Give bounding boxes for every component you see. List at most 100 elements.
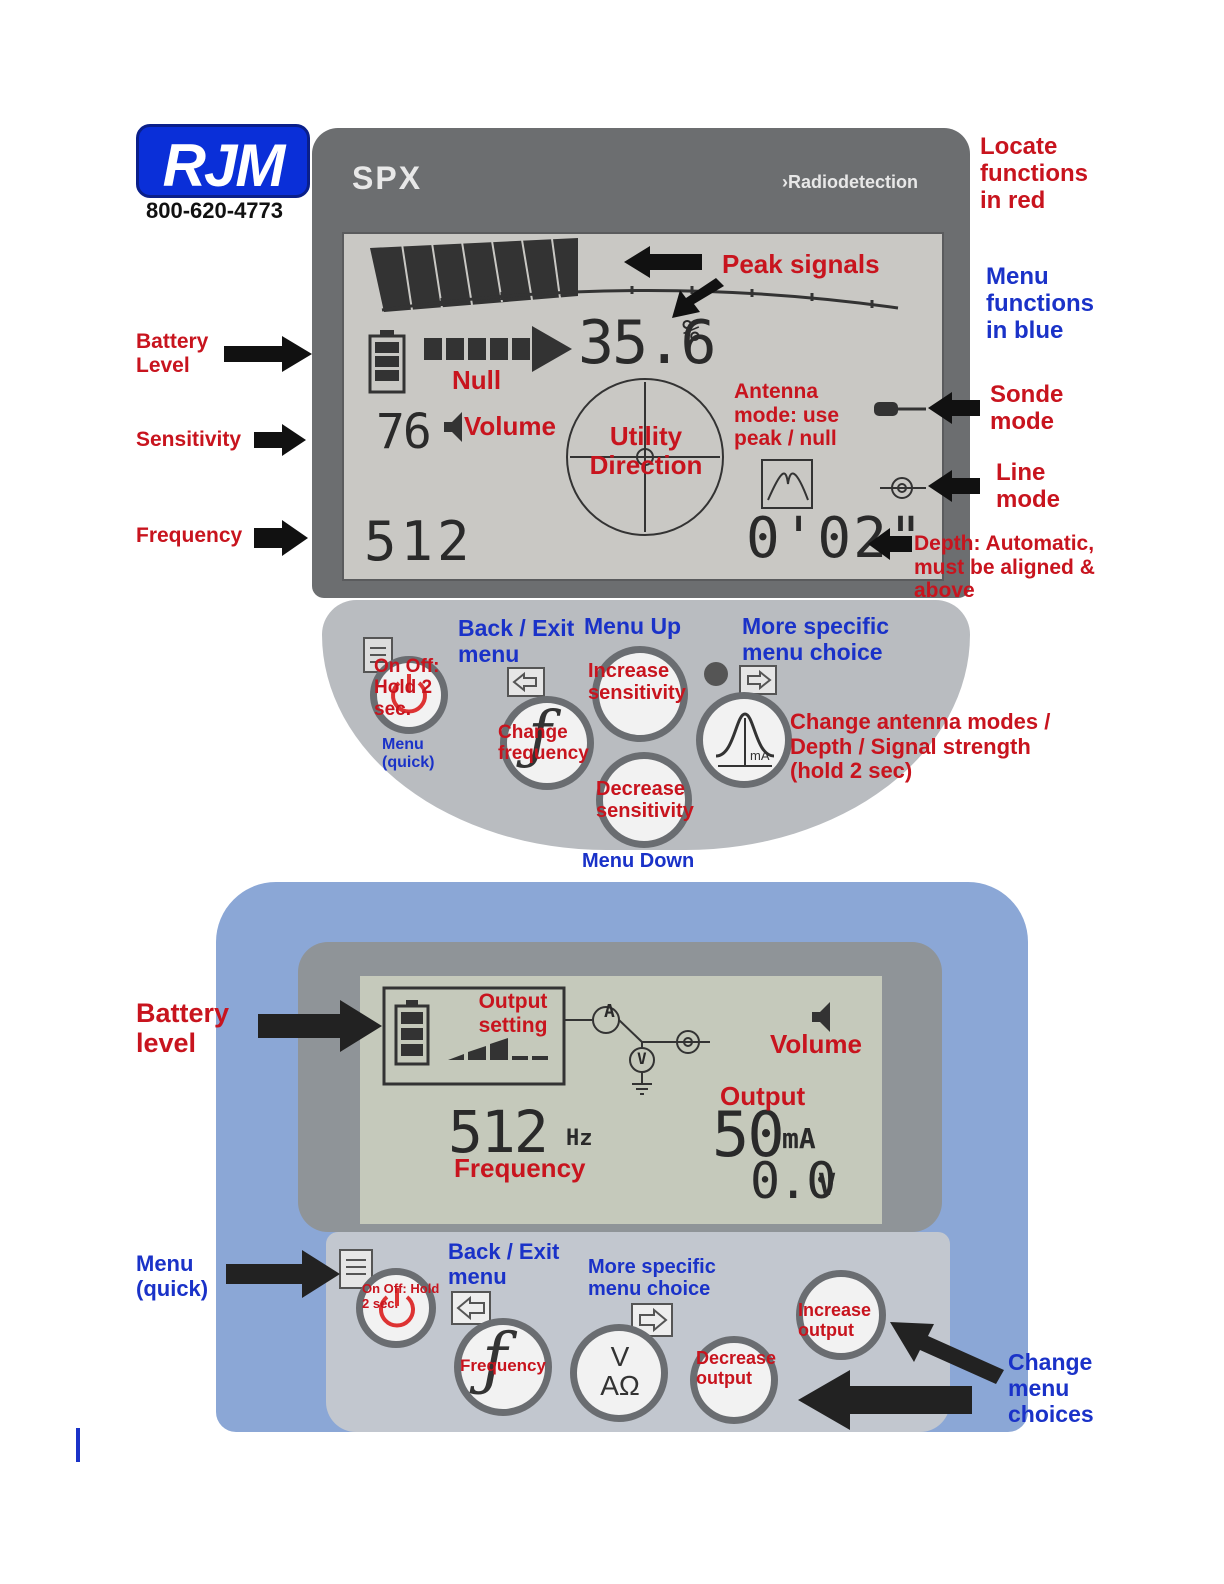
hz-unit: Hz (566, 1126, 593, 1151)
ma-button-label: mA (750, 748, 770, 763)
label-change-antenna: Change antenna modes / Depth / Signal st… (790, 709, 1051, 784)
label-volume: Volume (464, 411, 556, 441)
function-f-icon: ƒ (528, 698, 552, 772)
arrow-peak-diag (672, 278, 724, 318)
sensitivity-value: 76 (376, 404, 432, 460)
label-more-specific-2: More specific menu choice (588, 1256, 716, 1301)
label-menu-down: Menu Down (582, 850, 695, 872)
signal-arc (381, 288, 899, 312)
label-volume-2: Volume (770, 1029, 862, 1059)
label-increase-output: Increase output (798, 1300, 872, 1341)
power-button[interactable] (370, 656, 448, 734)
battery-icon (368, 330, 406, 394)
frequency-button[interactable] (500, 696, 594, 790)
transmitter-arrows (226, 1000, 1004, 1430)
locator-arrows (224, 246, 980, 560)
label-battery-level: Battery Level (136, 330, 209, 377)
arrow-battery (224, 336, 312, 372)
arrow-sonde (928, 392, 980, 424)
radiodetection-brand: ›Radiodetection (782, 172, 919, 192)
label-change-frequency: Change frequency (498, 722, 589, 765)
arrow-increase-output (890, 1322, 1004, 1384)
left-arrow-box-icon (507, 667, 545, 697)
transmitter-frequency-value: 512 (448, 1098, 549, 1166)
label-menu-quick: Menu (quick) (382, 736, 435, 771)
output-current-value: 50 (712, 1098, 785, 1171)
indicator-led (704, 662, 728, 686)
label-back-exit-menu: Back / Exit menu (458, 615, 575, 667)
phone-number: 800-620-4773 (146, 198, 284, 223)
logo-text: RJM (162, 132, 286, 199)
signal-strength-value: 35.6 (578, 308, 716, 378)
output-voltage-value: 0.0 (750, 1152, 836, 1210)
label-frequency-button: Frequency (460, 1356, 546, 1375)
label-more-specific: More specific menu choice (742, 613, 889, 665)
power-icon (379, 1288, 415, 1328)
legend-locate-red: Locate functions in red (980, 133, 1088, 214)
label-change-menu-choices: Change menu choices (1008, 1349, 1094, 1427)
direction-crosshair-icon (566, 378, 724, 536)
legend-menu-blue: Menu functions in blue (986, 263, 1094, 344)
arrow-line (928, 470, 980, 502)
decrease-output-button[interactable] (690, 1336, 778, 1424)
arrow-peak-left (624, 246, 702, 278)
output-frame (382, 986, 566, 1086)
label-depth: Depth: Automatic, must be aligned & abov… (914, 532, 1095, 603)
arrow-frequency (254, 520, 308, 556)
line-mode-icon (880, 477, 926, 499)
label-peak-signals: Peak signals (722, 249, 880, 279)
arrow-battery-2 (258, 1000, 382, 1052)
volt-ohm-button[interactable] (570, 1324, 668, 1422)
amp-icon-label: A (604, 1001, 615, 1022)
locator-keypad-graphics (363, 637, 777, 697)
arrow-depth (868, 528, 912, 560)
increase-sensitivity-button[interactable] (592, 646, 688, 742)
rjm-logo: RJM (136, 124, 310, 199)
transmitter-power-button[interactable] (356, 1268, 436, 1348)
page-margin-mark (76, 1428, 80, 1462)
output-level-bars (448, 1038, 548, 1060)
power-icon (391, 674, 427, 714)
transmitter-lcd (360, 976, 882, 1224)
spx-brand: SPX (352, 160, 423, 196)
battery-icon (394, 1000, 430, 1066)
label-menu-quick-2: Menu (quick) (136, 1251, 209, 1301)
label-null: Null (452, 365, 502, 395)
label-line-mode: Line mode (996, 459, 1061, 513)
peak-curve-icon (715, 712, 775, 767)
left-arrow-box-icon (451, 1291, 491, 1325)
function-f-icon: ƒ (482, 1320, 508, 1399)
label-battery-level-2: Battery level (136, 998, 230, 1059)
volt-icon-label: V (637, 1049, 647, 1068)
line-output-icon (676, 1030, 700, 1054)
null-arrow-icon (424, 326, 572, 372)
sonde-mode-icon (874, 402, 926, 416)
speaker-icon (444, 412, 462, 442)
label-output-setting: Output setting (478, 990, 548, 1037)
label-decrease-sensitivity: Decrease sensitivity (596, 778, 694, 823)
volt-ohm-icon: V AΩ (600, 1341, 640, 1402)
decrease-sensitivity-button[interactable] (596, 752, 692, 848)
label-antenna-mode: Antenna mode: use peak / null (734, 380, 840, 451)
label-decrease-output: Decrease output (696, 1348, 777, 1389)
signal-percent-unit: % (682, 314, 701, 349)
ma-unit: mA (782, 1122, 816, 1155)
label-sonde-mode: Sonde mode (990, 381, 1064, 435)
speaker-icon (812, 1002, 830, 1032)
label-on-off: On Off: Hold 2 sec. (374, 656, 440, 720)
increase-output-button[interactable] (796, 1270, 886, 1360)
arrow-sensitivity (254, 424, 306, 456)
label-increase-sensitivity: Increase sensitivity (588, 660, 686, 705)
arrow-decrease-output (798, 1370, 972, 1430)
label-back-exit-menu-2: Back / Exit menu (448, 1239, 560, 1289)
transmitter-frequency-button[interactable] (454, 1318, 552, 1416)
label-frequency-2: Frequency (454, 1153, 586, 1183)
transmitter-lcd-graphics (382, 986, 830, 1095)
label-menu-up: Menu Up (584, 613, 682, 639)
arrow-menu-quick (226, 1250, 340, 1298)
locator-lcd-graphics (368, 238, 926, 536)
right-arrow-box-icon (739, 665, 777, 695)
label-on-off-2: On Off: Hold 2 sec. (362, 1281, 440, 1311)
label-frequency: Frequency (136, 524, 243, 547)
antenna-mode-icon (761, 459, 813, 509)
